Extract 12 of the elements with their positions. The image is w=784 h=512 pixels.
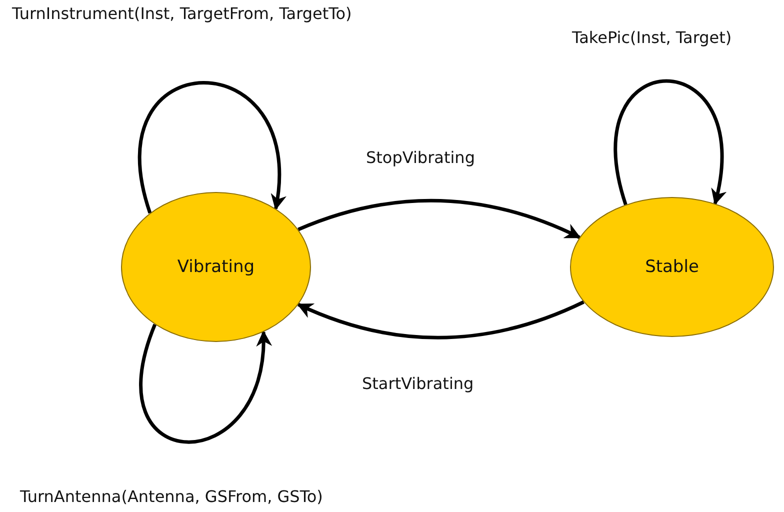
state-name: Vibrating bbox=[177, 257, 255, 277]
transition-arrow bbox=[296, 300, 584, 340]
edge-label: TakePic(Inst, Target) bbox=[572, 28, 732, 47]
transition-arrow bbox=[138, 81, 286, 214]
state-name: Stable bbox=[645, 257, 699, 277]
edge-label: TurnInstrument(Inst, TargetFrom, TargetTo) bbox=[12, 4, 352, 23]
edge-label: TurnAntenna(Antenna, GSFrom, GSTo) bbox=[20, 487, 323, 506]
transition-arrow bbox=[139, 324, 271, 444]
edge-label: StartVibrating bbox=[362, 374, 474, 393]
transition-arrow bbox=[298, 199, 581, 239]
edge-label: StopVibrating bbox=[366, 148, 475, 167]
transition-arrow bbox=[614, 80, 726, 206]
